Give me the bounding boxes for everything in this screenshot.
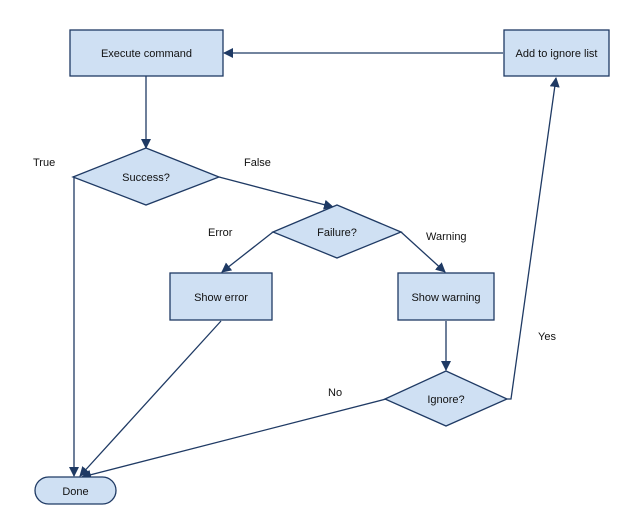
edge-success-false-to-failure (218, 176, 334, 210)
edge-failure-error-to-show-error (221, 231, 274, 273)
node-execute-command-label: Execute command (101, 48, 192, 60)
node-add-to-ignore-list-label: Add to ignore list (516, 48, 598, 60)
node-done-terminal-label: Done (62, 486, 88, 498)
edge-label-yes: Yes (538, 331, 556, 343)
edge-label-no: No (328, 387, 342, 399)
edge-label-error: Error (208, 227, 233, 239)
edge-labels: True False Error Warning Yes No (33, 157, 556, 399)
node-done-terminal: Done (34, 476, 117, 505)
node-show-error: Show error (169, 272, 273, 321)
node-ignore-decision: Ignore? (383, 370, 509, 427)
node-failure-decision-label: Failure? (317, 227, 357, 239)
edge-ignore-no-to-done (81, 398, 387, 480)
edge-show-error-to-done (79, 320, 222, 477)
edge-label-false: False (244, 157, 271, 169)
edges (69, 48, 560, 480)
node-show-warning-label: Show warning (411, 292, 480, 304)
node-success-decision: Success? (71, 147, 221, 206)
node-failure-decision: Failure? (271, 204, 403, 259)
edge-ignore-yes-to-add (507, 77, 560, 400)
node-show-error-label: Show error (194, 292, 248, 304)
node-success-decision-label: Success? (122, 172, 170, 184)
node-ignore-decision-label: Ignore? (427, 394, 464, 406)
edge-label-true: True (33, 157, 55, 169)
edge-failure-warning-to-show-warning (400, 231, 446, 273)
node-show-warning: Show warning (397, 272, 495, 321)
node-add-to-ignore-list: Add to ignore list (503, 29, 610, 77)
node-execute-command: Execute command (69, 29, 224, 77)
edge-label-warning: Warning (426, 231, 467, 243)
